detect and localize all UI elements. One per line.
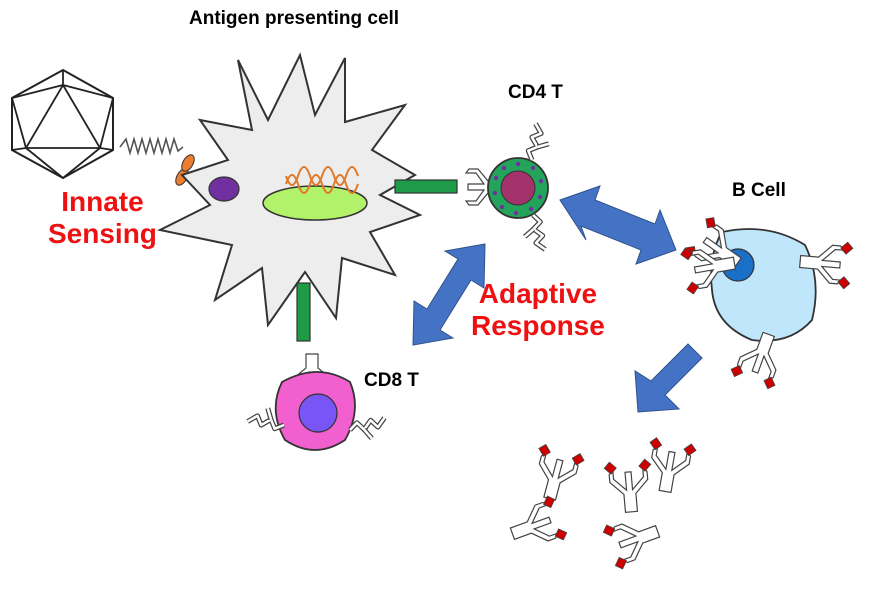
virus-icosahedron xyxy=(11,68,114,180)
orange-receptor-right xyxy=(181,154,195,172)
arrow-bcell-antibodies xyxy=(634,343,703,413)
arrow-cd4-bcell xyxy=(559,185,677,265)
free-antibodies xyxy=(503,436,698,572)
antibody xyxy=(526,442,587,506)
apc-label: Antigen presenting cell xyxy=(189,8,400,29)
spring-receptor xyxy=(119,136,195,186)
mhc-stalk-cd8 xyxy=(296,282,311,342)
adaptive-label-line2: Response xyxy=(471,310,605,342)
innate-sensing-label: Innate Sensing xyxy=(48,186,157,250)
apc-nucleus xyxy=(262,185,368,221)
b-cell xyxy=(679,213,854,392)
antigen-presenting-cell xyxy=(156,52,423,328)
antibody xyxy=(641,436,698,497)
mhc-stalk-cd4 xyxy=(394,179,458,194)
antibody xyxy=(600,508,667,572)
purple-receptor xyxy=(208,176,240,202)
antibody xyxy=(603,458,656,515)
antibody xyxy=(503,493,570,557)
innate-label-line2: Sensing xyxy=(48,218,157,250)
cd4-label: CD4 T xyxy=(508,82,563,103)
arrow-cd8-cd4 xyxy=(412,243,486,346)
adaptive-label-line1: Adaptive xyxy=(478,278,598,309)
b-cell-label: B Cell xyxy=(732,180,786,201)
cd8-label: CD8 T xyxy=(364,370,419,391)
cd8-t-cell xyxy=(248,371,388,451)
innate-label-line1: Innate xyxy=(61,186,144,217)
adaptive-response-label: Adaptive Response xyxy=(471,278,605,342)
dna-strand-icon xyxy=(285,166,359,194)
cd4-t-cell xyxy=(487,124,553,253)
